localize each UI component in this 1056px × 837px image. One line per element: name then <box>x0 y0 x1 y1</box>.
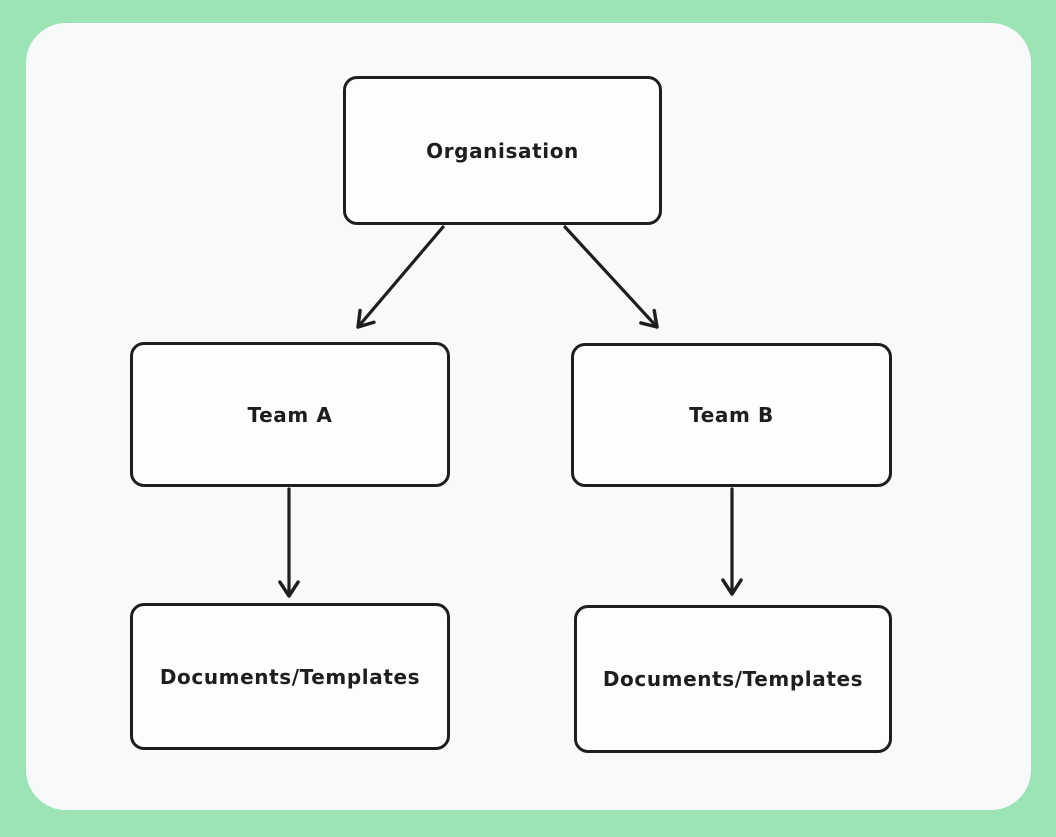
node-team-a[interactable]: Team A <box>130 342 450 487</box>
node-label: Documents/Templates <box>602 667 864 691</box>
node-label: Team B <box>689 403 774 427</box>
node-documents-templates-a[interactable]: Documents/Templates <box>130 603 450 750</box>
edge-arrow-organisation-to-team-b[interactable] <box>563 225 659 329</box>
edge-arrow-organisation-to-team-a[interactable] <box>356 225 445 329</box>
node-label: Documents/Templates <box>159 664 421 689</box>
node-organisation[interactable]: Organisation <box>343 76 662 225</box>
node-documents-templates-b[interactable]: Documents/Templates <box>574 605 892 753</box>
node-label: Team A <box>247 402 333 427</box>
node-team-b[interactable]: Team B <box>571 343 892 487</box>
node-label: Organisation <box>426 138 579 163</box>
